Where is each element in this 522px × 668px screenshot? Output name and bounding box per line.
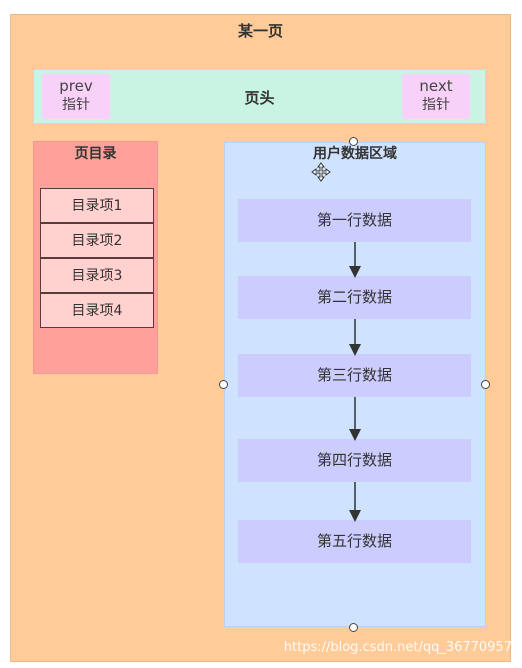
next-pointer: next 指针 (402, 74, 470, 119)
data-row: 第二行数据 (238, 276, 471, 319)
user-data-area-title: 用户数据区域 (313, 146, 397, 162)
page-title: 某一页 (237, 22, 283, 40)
directory-item: 目录项3 (40, 258, 154, 293)
resize-handle-top[interactable] (349, 137, 358, 146)
prev-pointer-line2: 指针 (62, 97, 90, 113)
watermark: https://blog.csdn.net/qq_36770957 (283, 640, 512, 655)
directory-item: 目录项4 (40, 293, 154, 328)
resize-handle-right[interactable] (481, 380, 490, 389)
directory-item: 目录项1 (40, 188, 154, 223)
next-pointer-line1: next (419, 77, 453, 95)
page-directory-title: 页目录 (74, 146, 117, 162)
data-row: 第五行数据 (238, 520, 471, 563)
resize-handle-bottom[interactable] (349, 623, 358, 632)
prev-pointer: prev 指针 (42, 74, 110, 119)
data-row: 第三行数据 (238, 354, 471, 397)
prev-pointer-line1: prev (59, 77, 93, 95)
directory-item: 目录项2 (40, 223, 154, 258)
header-title: 页头 (244, 89, 275, 107)
next-pointer-line2: 指针 (422, 97, 450, 113)
data-row: 第一行数据 (238, 199, 471, 242)
data-row: 第四行数据 (238, 439, 471, 482)
resize-handle-left[interactable] (219, 380, 228, 389)
move-icon (311, 162, 331, 182)
